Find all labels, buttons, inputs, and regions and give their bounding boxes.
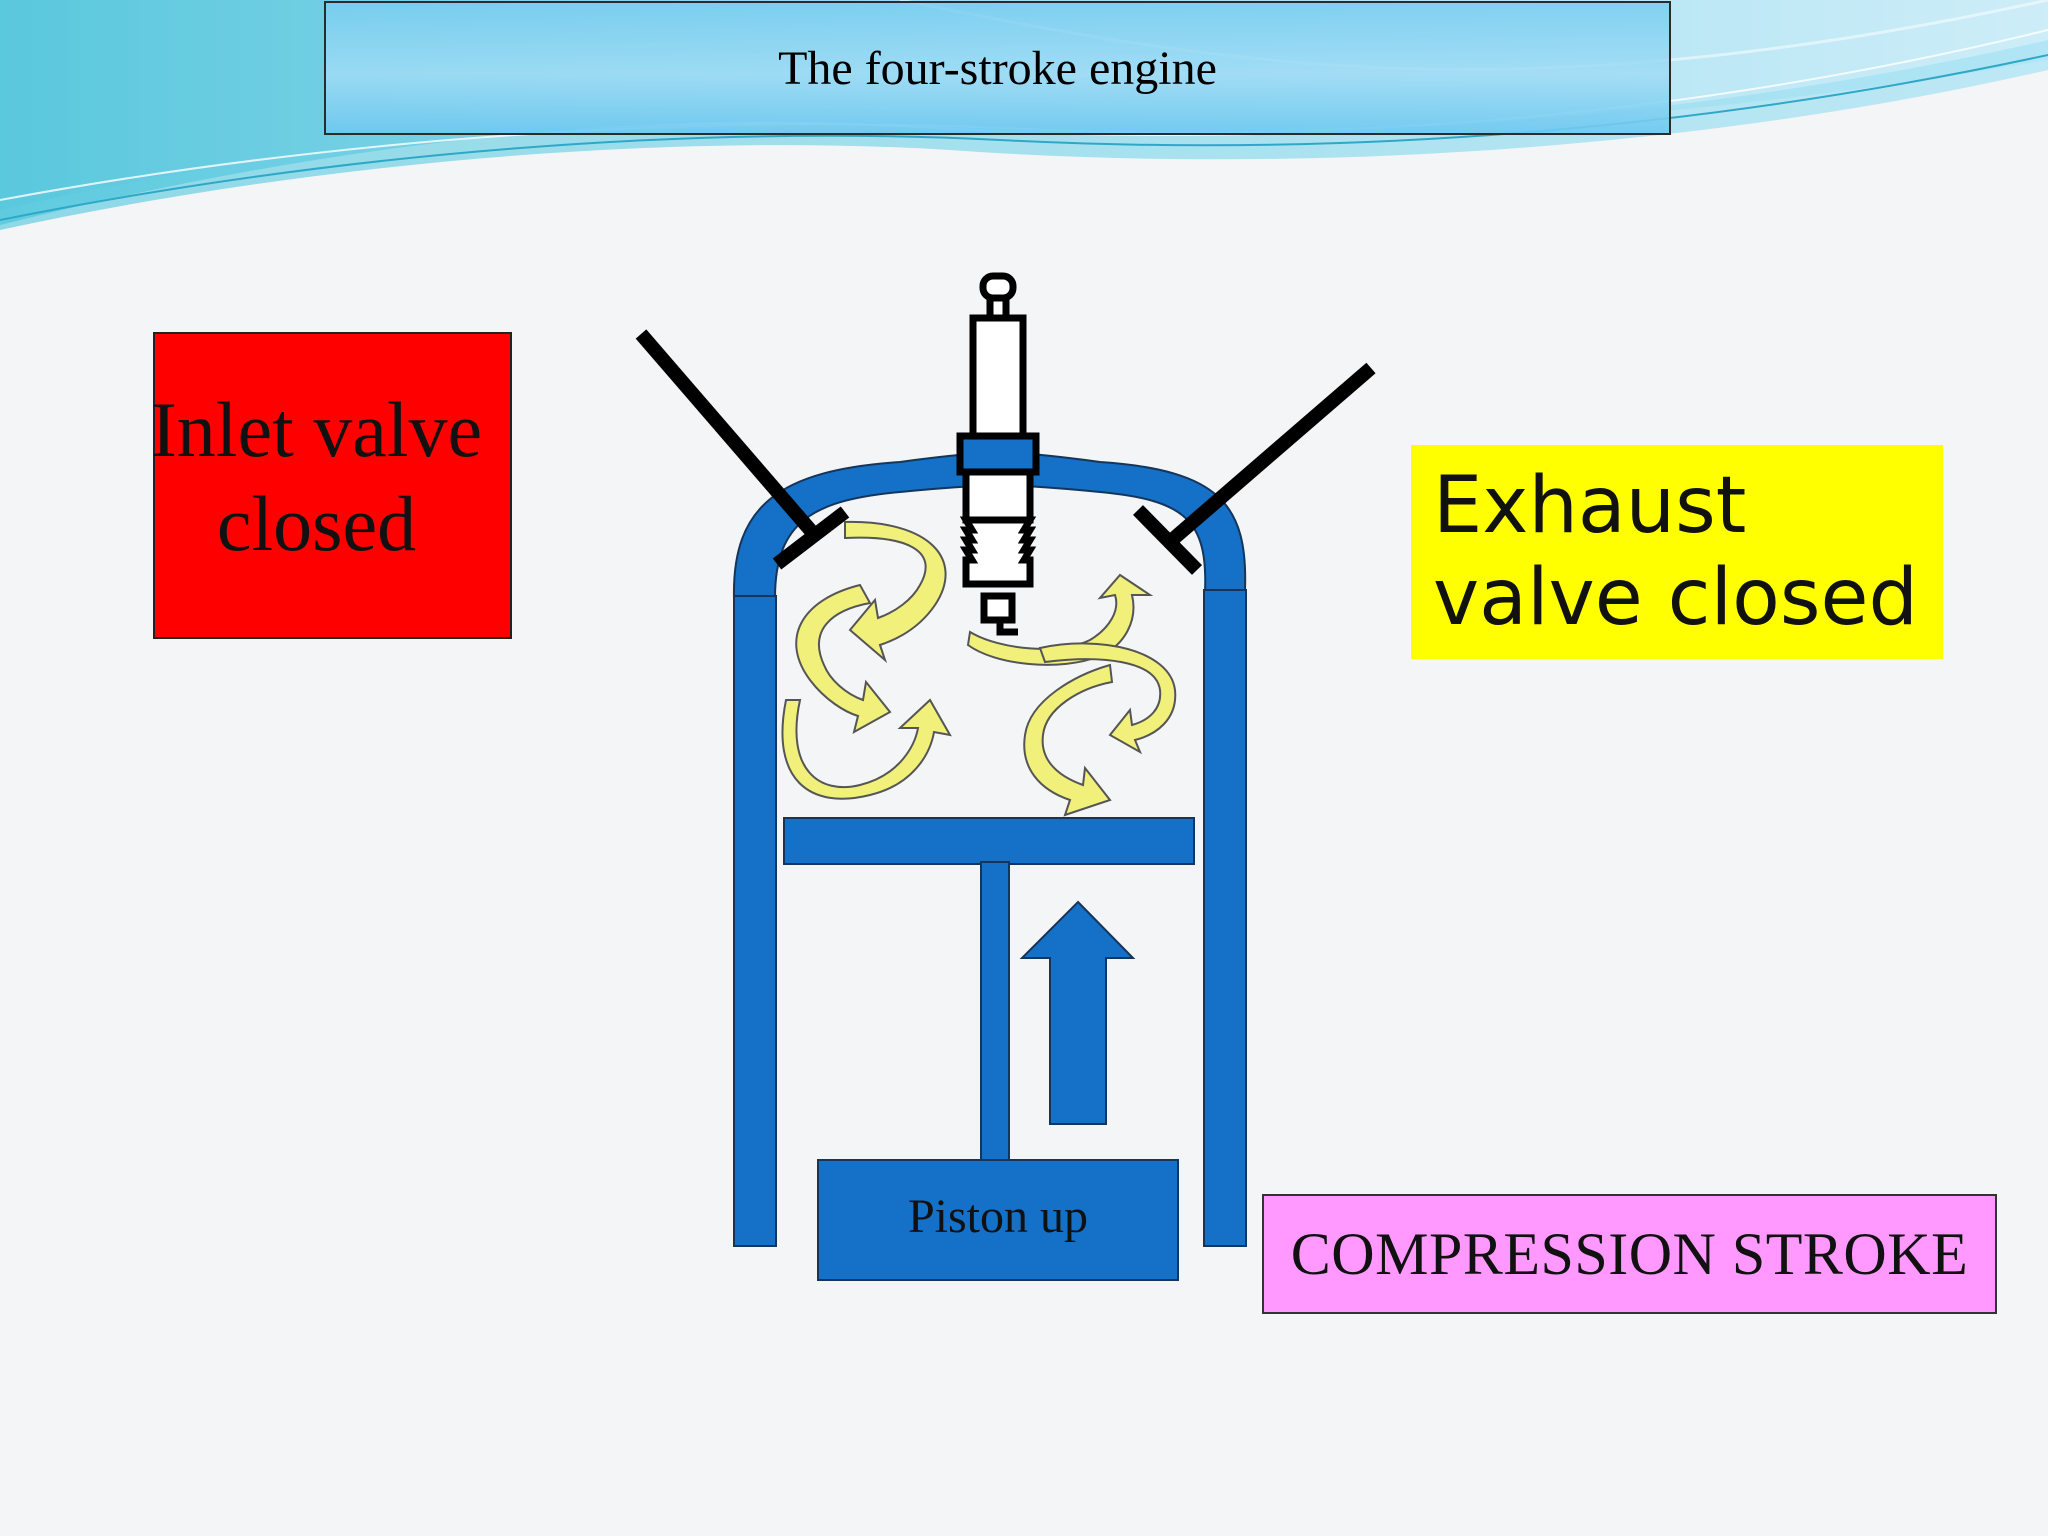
inlet-valve [635,329,850,570]
cylinder-right-wall [1203,589,1247,1247]
inlet-valve-label: Inlet valve closed [151,332,512,639]
inlet-valve-head [772,506,850,570]
stroke-label: COMPRESSION STROKE [1262,1194,1997,1314]
exhaust-valve-label: Exhaust valve closed [1411,445,1943,659]
piston [783,817,1195,1281]
swirl-arrow-icon [1038,642,1177,755]
exhaust-valve-stem [1167,362,1376,546]
swirl-arrow-icon [795,583,892,734]
inlet-valve-text: Inlet valve closed [150,385,483,567]
cylinder [732,450,1247,1247]
swirl-arrow-icon [1023,663,1114,817]
cylinder-left-wall [733,595,777,1247]
spark-plug-icon [956,272,1040,636]
inlet-valve-stem [635,329,818,537]
slide-title: The four-stroke engine [324,1,1671,135]
piston-base [817,1159,1179,1281]
exhaust-valve-head [1133,505,1202,575]
swirl-arrow-icon [844,520,947,664]
swirl-arrows [781,520,1177,817]
piston-rod [980,861,1010,1163]
piston-label: Piston up [907,1189,1089,1243]
exhaust-valve [1133,362,1376,575]
piston-crown [783,817,1195,865]
up-arrow-icon [1019,900,1136,1125]
swirl-arrow-icon [781,698,952,800]
